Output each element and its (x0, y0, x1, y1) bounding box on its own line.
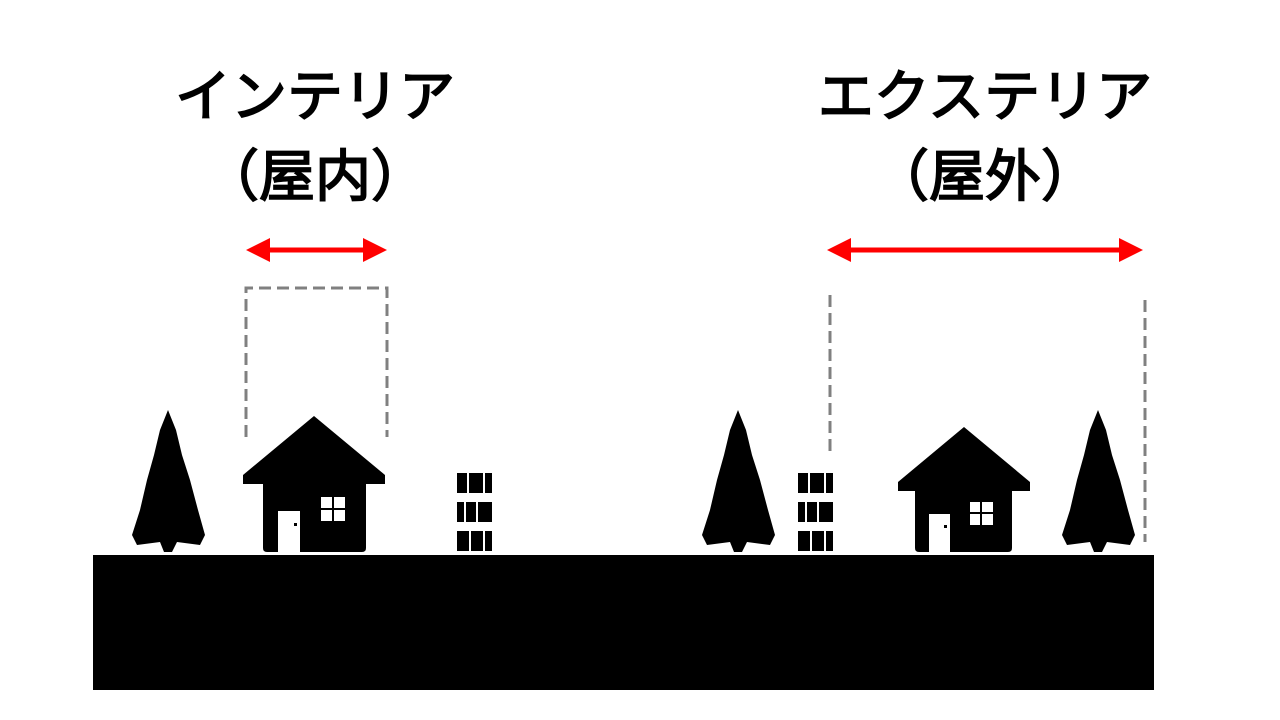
house-icon (898, 427, 1030, 552)
tree-icon (1062, 410, 1135, 552)
fence-icon (457, 473, 492, 551)
interior-dashed-boundary (244, 286, 389, 437)
interior-arrow (246, 238, 387, 262)
tree-icon (132, 410, 205, 552)
house-icon (243, 416, 385, 552)
exterior-subtitle: （屋外） (873, 145, 1097, 210)
interior-subtitle: （屋内） (203, 145, 427, 210)
exterior-arrow (827, 238, 1143, 262)
exterior-title: エクステリア (817, 65, 1153, 130)
tree-icon (702, 410, 775, 552)
ground (93, 555, 1154, 690)
fence-icon (798, 473, 833, 551)
interior-title: インテリア (175, 65, 455, 130)
